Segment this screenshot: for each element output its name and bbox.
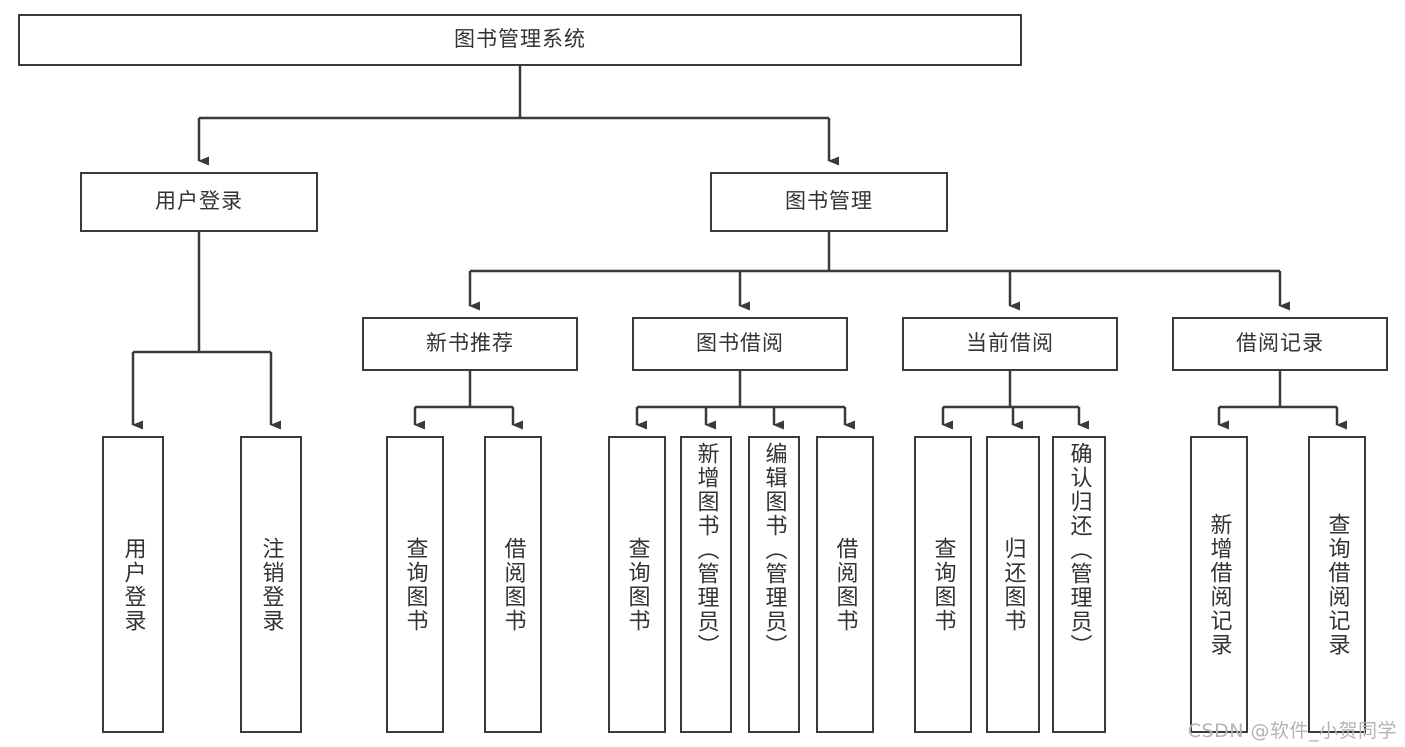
node-level3-2[interactable]: 当前借阅: [902, 317, 1118, 371]
node-leaf-4-label: 查询图书: [624, 536, 650, 633]
node-level3-3-label: 借阅记录: [1236, 331, 1324, 356]
node-level2-0-label: 用户登录: [155, 189, 243, 214]
node-leaf-8-label: 查询图书: [930, 536, 956, 633]
node-leaf-2[interactable]: 查询图书: [386, 436, 444, 733]
node-level3-0[interactable]: 新书推荐: [362, 317, 578, 371]
node-leaf-10-label: 确认归还（管理员）: [1066, 442, 1092, 658]
node-leaf-0-label: 用户登录: [120, 536, 146, 633]
node-leaf-3-label: 借阅图书: [500, 536, 526, 633]
node-leaf-1-label: 注销登录: [258, 536, 284, 633]
node-level2-0[interactable]: 用户登录: [80, 172, 318, 232]
node-leaf-4[interactable]: 查询图书: [608, 436, 666, 733]
node-level3-1[interactable]: 图书借阅: [632, 317, 848, 371]
node-level3-2-label: 当前借阅: [966, 331, 1054, 356]
node-leaf-12[interactable]: 查询借阅记录: [1308, 436, 1366, 733]
node-level3-1-label: 图书借阅: [696, 331, 784, 356]
node-level3-3[interactable]: 借阅记录: [1172, 317, 1388, 371]
node-leaf-0[interactable]: 用户登录: [102, 436, 164, 733]
node-leaf-9-label: 归还图书: [1000, 536, 1026, 633]
node-leaf-5[interactable]: 新增图书（管理员）: [680, 436, 732, 733]
node-leaf-2-label: 查询图书: [402, 536, 428, 633]
node-level2-1[interactable]: 图书管理: [710, 172, 948, 232]
node-leaf-7[interactable]: 借阅图书: [816, 436, 874, 733]
node-leaf-11-label: 新增借阅记录: [1206, 512, 1232, 657]
node-leaf-6-label: 编辑图书（管理员）: [761, 442, 787, 658]
node-leaf-1[interactable]: 注销登录: [240, 436, 302, 733]
node-leaf-3[interactable]: 借阅图书: [484, 436, 542, 733]
connector-group: [131, 66, 1347, 430]
node-leaf-10[interactable]: 确认归还（管理员）: [1052, 436, 1106, 733]
node-level3-0-label: 新书推荐: [426, 331, 514, 356]
node-root-label: 图书管理系统: [454, 27, 586, 52]
node-leaf-8[interactable]: 查询图书: [914, 436, 972, 733]
node-level2-1-label: 图书管理: [785, 189, 873, 214]
node-leaf-6[interactable]: 编辑图书（管理员）: [748, 436, 800, 733]
node-leaf-5-label: 新增图书（管理员）: [693, 442, 719, 658]
node-leaf-7-label: 借阅图书: [832, 536, 858, 633]
node-root-book-management-system[interactable]: 图书管理系统: [18, 14, 1022, 66]
node-leaf-11[interactable]: 新增借阅记录: [1190, 436, 1248, 733]
node-leaf-9[interactable]: 归还图书: [986, 436, 1040, 733]
node-leaf-12-label: 查询借阅记录: [1324, 512, 1350, 657]
